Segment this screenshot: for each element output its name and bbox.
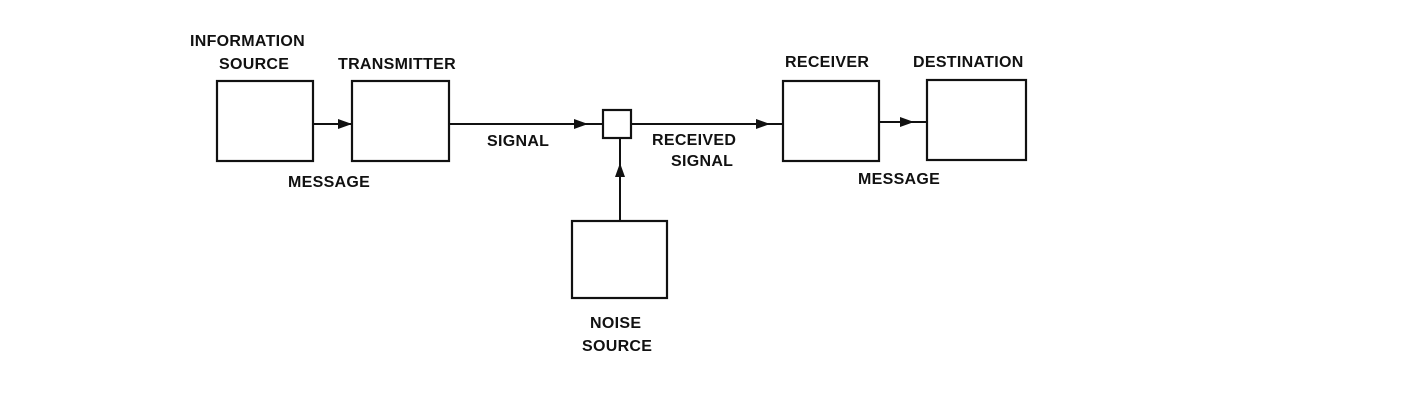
destination-box [925,78,1028,162]
receiver-label: RECEIVER [785,54,869,71]
message-label-left: MESSAGE [288,174,370,191]
information-source-label-line1: INFORMATION [190,33,305,50]
message-arrow-right [900,117,914,127]
transmitter-label: TRANSMITTER [338,56,456,73]
noise-source-box [570,219,669,300]
receiver-box [781,79,881,163]
information-source-box [215,79,315,163]
noise-junction-box [601,108,633,140]
message-label-right: MESSAGE [858,171,940,188]
signal-label: SIGNAL [487,133,549,150]
destination-label: DESTINATION [913,54,1024,71]
information-source-label-line2: SOURCE [219,56,289,73]
signal-arrow [574,119,588,129]
message-arrow-left [338,119,352,129]
noise-source-label-line1: NOISE [590,315,641,332]
received-signal-label-line2: SIGNAL [671,153,733,170]
received-signal-label-line1: RECEIVED [652,132,736,149]
noise-arrow [615,163,625,177]
noise-source-label-line2: SOURCE [582,338,652,355]
received-signal-arrow [756,119,770,129]
transmitter-box [350,79,451,163]
